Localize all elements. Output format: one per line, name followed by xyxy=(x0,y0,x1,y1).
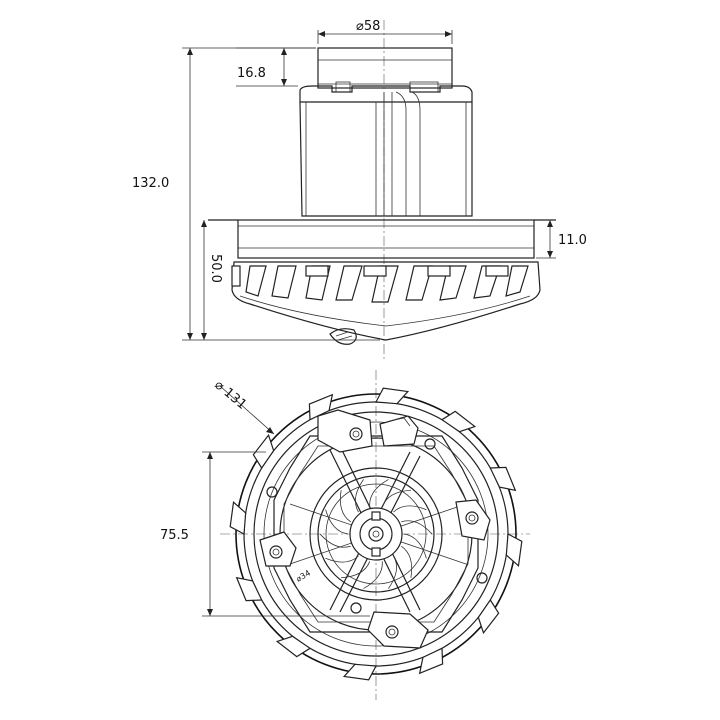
mount-spacing-label: 75.5 xyxy=(160,528,189,543)
fan-blade xyxy=(275,635,312,658)
impeller-vane xyxy=(381,489,411,507)
impeller-vane xyxy=(401,545,413,578)
dim-top-height: 16.8 xyxy=(236,47,316,87)
impeller-vanes xyxy=(319,479,433,589)
impeller-vane xyxy=(403,533,427,559)
mount-tab-left xyxy=(259,531,297,567)
fan-blade xyxy=(477,598,500,635)
mount-tab-bottom xyxy=(367,611,429,649)
fan-blade xyxy=(342,663,377,681)
fan-blade xyxy=(235,576,263,602)
mount-tab-top-right xyxy=(379,415,419,447)
fan-height-label: 50.0 xyxy=(208,254,223,283)
flange-height-label: 11.0 xyxy=(558,233,587,248)
mount-tab-top xyxy=(317,409,373,453)
top-view: ⌀ 131 75.5 ⌀34 xyxy=(160,370,530,700)
impeller-vane xyxy=(319,533,351,548)
fan-blade xyxy=(489,466,517,492)
fan-blades-side xyxy=(245,265,529,303)
impeller-vane xyxy=(355,479,364,513)
fan-blade xyxy=(252,433,275,470)
outer-diameter-label: ⌀ 131 xyxy=(211,378,249,413)
impeller-vane xyxy=(325,555,359,563)
impeller-vane xyxy=(341,561,371,579)
mount-tab-right xyxy=(455,499,491,541)
fan-blades-top xyxy=(229,387,523,681)
fan-blade xyxy=(505,533,523,568)
impeller-vane xyxy=(393,505,427,513)
fan-blade xyxy=(229,500,247,535)
fan-blade xyxy=(418,647,444,675)
dim-mount-spacing: 75.5 xyxy=(160,451,370,617)
overall-height-label: 132.0 xyxy=(132,176,169,191)
inner-diameter-label: ⌀34 xyxy=(295,568,312,583)
impeller-vane xyxy=(363,561,383,589)
top-height-label: 16.8 xyxy=(237,66,266,81)
fan-blade xyxy=(375,387,410,405)
fan-blade xyxy=(440,410,477,433)
dim-fan-height: 50.0 xyxy=(201,220,223,340)
impeller-vane xyxy=(388,555,397,589)
dim-overall-height: 132.0 xyxy=(132,47,380,341)
dim-top-diameter: ⌀58 xyxy=(317,19,453,44)
fan-blade xyxy=(308,393,334,421)
side-view: ⌀58 16.8 132.0 50.0 1 xyxy=(132,19,587,360)
impeller-vane xyxy=(325,509,349,535)
dim-flange-height: 11.0 xyxy=(536,220,587,259)
impeller-vane xyxy=(401,520,433,535)
impeller-vane xyxy=(339,490,351,523)
impeller-vane xyxy=(369,479,389,507)
top-diameter-label: ⌀58 xyxy=(356,19,380,34)
dim-inner-diameter: ⌀34 xyxy=(295,568,312,583)
dim-outer-diameter: ⌀ 131 xyxy=(211,378,275,435)
